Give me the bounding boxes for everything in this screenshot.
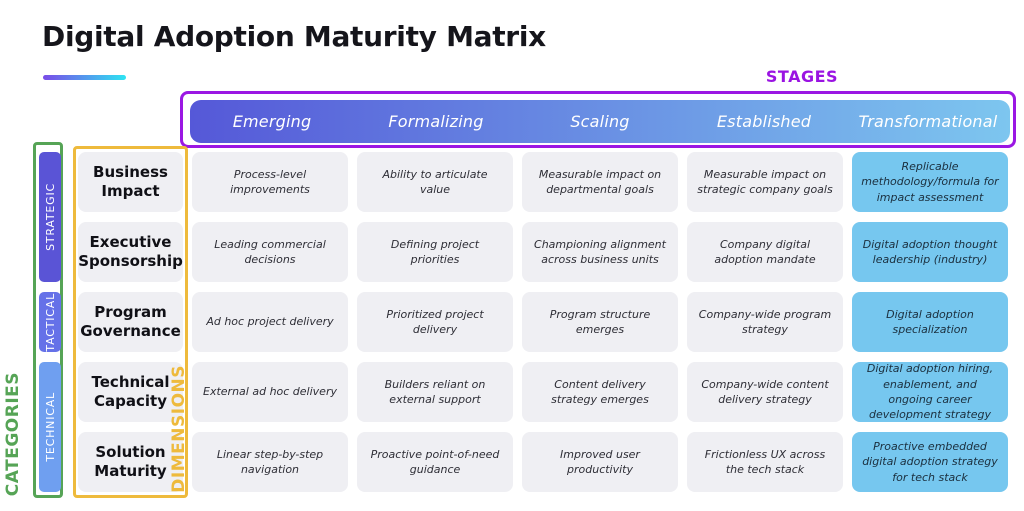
category-pill-strategic: STRATEGIC: [39, 152, 61, 282]
matrix-cell-transformational: Digital adoption hiring, enablement, and…: [852, 362, 1008, 422]
matrix-cell: Ability to articulate value: [357, 152, 513, 212]
category-pill-technical: TECHNICAL: [39, 362, 61, 492]
matrix-cell: Content delivery strategy emerges: [522, 362, 678, 422]
matrix-cell: Defining project priorities: [357, 222, 513, 282]
matrix-cell-transformational: Proactive embedded digital adoption stra…: [852, 432, 1008, 492]
matrix-cell: Frictionless UX across the tech stack: [687, 432, 843, 492]
dimensions-border-box: [73, 146, 188, 498]
category-pill-label: STRATEGIC: [43, 183, 57, 251]
matrix-cell: Proactive point-of-need guidance: [357, 432, 513, 492]
categories-axis-label: CATEGORIES: [3, 371, 23, 497]
matrix-cell: Linear step-by-step navigation: [192, 432, 348, 492]
stage-column-established: Established: [716, 112, 812, 131]
matrix-cell: Process-level improvements: [192, 152, 348, 212]
matrix-cell: Company-wide program strategy: [687, 292, 843, 352]
matrix-cell: Improved user productivity: [522, 432, 678, 492]
matrix-cell: Program structure emerges: [522, 292, 678, 352]
category-pill-label: TACTICAL: [43, 292, 57, 352]
dimension-label-executive-sponsorship: Executive Sponsorship: [78, 222, 183, 282]
dimension-label-business-impact: Business Impact: [78, 152, 183, 212]
page-title: Digital Adoption Maturity Matrix: [42, 20, 546, 53]
title-underline-divider: [43, 75, 126, 80]
matrix-cell: Builders reliant on external support: [357, 362, 513, 422]
matrix-cell: Measurable impact on departmental goals: [522, 152, 678, 212]
matrix-cell-transformational: Digital adoption thought leadership (ind…: [852, 222, 1008, 282]
matrix-cell: Measurable impact on strategic company g…: [687, 152, 843, 212]
matrix-cell-transformational: Digital adoption specialization: [852, 292, 1008, 352]
stage-header-row: Emerging Formalizing Scaling Established…: [190, 100, 1010, 143]
dimension-label-program-governance: Program Governance: [78, 292, 183, 352]
dimension-label-solution-maturity: Solution Maturity: [78, 432, 183, 492]
stage-column-scaling: Scaling: [570, 112, 630, 131]
matrix-grid: Business Impact Process-level improvemen…: [78, 152, 1008, 492]
matrix-cell: Championing alignment across business un…: [522, 222, 678, 282]
stages-border-box: [180, 91, 1016, 148]
stage-column-emerging: Emerging: [232, 112, 312, 131]
matrix-cell: Leading commercial decisions: [192, 222, 348, 282]
matrix-cell: Company digital adoption mandate: [687, 222, 843, 282]
matrix-cell-transformational: Replicable methodology/formula for impac…: [852, 152, 1008, 212]
category-pill-label: TECHNICAL: [43, 392, 57, 462]
stages-axis-label: STAGES: [765, 67, 839, 86]
matrix-cell: External ad hoc delivery: [192, 362, 348, 422]
matrix-cell: Prioritized project delivery: [357, 292, 513, 352]
matrix-cell: Ad hoc project delivery: [192, 292, 348, 352]
dimension-label-technical-capacity: Technical Capacity: [78, 362, 183, 422]
categories-border-box: [33, 142, 63, 498]
dimensions-axis-label: DIMENSIONS: [169, 365, 189, 493]
stage-column-formalizing: Formalizing: [388, 112, 484, 131]
category-pill-tactical: TACTICAL: [39, 292, 61, 352]
stage-column-transformational: Transformational: [858, 112, 998, 131]
matrix-cell: Company-wide content delivery strategy: [687, 362, 843, 422]
